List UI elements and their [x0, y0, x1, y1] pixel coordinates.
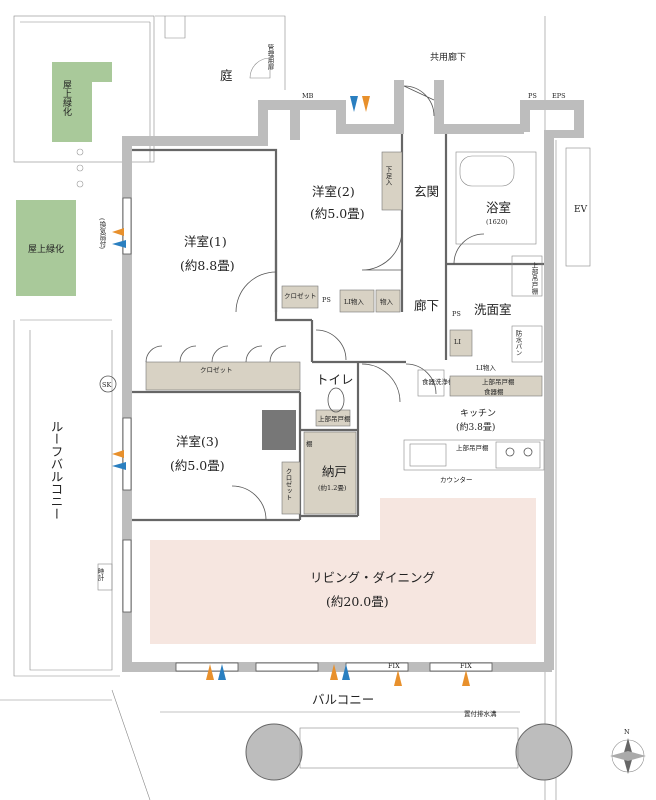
hall-label: 廊下	[414, 298, 439, 313]
bath-label: 浴室	[486, 200, 511, 215]
stove	[495, 441, 541, 469]
li-storage	[339, 289, 375, 313]
clock-box	[97, 563, 113, 591]
mb-label: MB	[302, 92, 314, 100]
storage-label: 物入	[380, 297, 394, 306]
balcony-column-right	[515, 723, 573, 781]
washroom-label: 洗面室	[474, 302, 512, 317]
li-storage2-label: LI物入	[476, 363, 496, 372]
exterior-walls	[122, 80, 584, 672]
roof-balcony-label: ルーフバルコニー	[49, 420, 64, 520]
waterproof-pan	[511, 325, 543, 363]
shoe-storage	[381, 151, 403, 211]
windows	[122, 197, 493, 672]
management-door-label: 管理用扉	[266, 43, 274, 72]
vent-label: (換気扇付)	[98, 218, 106, 250]
living-dining-floor	[150, 498, 536, 644]
western1-size-label: (約8.8畳)	[180, 258, 235, 273]
rooftop-green-2-label: 屋上緑化	[28, 243, 64, 255]
li-small-label: LI	[454, 338, 461, 346]
bathtub	[459, 155, 515, 187]
closet1	[145, 361, 301, 391]
fix2-label: FIX	[460, 662, 472, 670]
nando-label: 納戸	[322, 464, 347, 479]
ps-wash-label: PS	[452, 310, 461, 318]
kitchen-size-label: (約3.8畳)	[456, 421, 495, 433]
shoe-storage-label: 下足入	[384, 166, 392, 186]
entrance-door-swing	[403, 85, 435, 117]
upper-cabinet	[449, 375, 543, 397]
management-door-swing	[249, 57, 271, 79]
nando-size-label: (約1.2畳)	[318, 483, 347, 492]
ps-top-label: PS	[528, 92, 537, 100]
sk-circle	[99, 375, 117, 393]
courtyard-label: 庭	[220, 68, 233, 83]
closet2	[281, 285, 319, 309]
waterproof-pan-label: 防水パン	[514, 329, 522, 356]
door-swings	[231, 229, 485, 521]
upper-cabinet-label: 上部吊戸棚	[482, 377, 515, 386]
dishwasher	[417, 369, 445, 397]
counter-label: カウンター	[440, 475, 473, 484]
western3-size-label: (約5.0畳)	[170, 458, 225, 473]
wash-shelf	[511, 255, 543, 297]
rooftop-green-2	[16, 200, 76, 296]
kitchen-label: キッチン	[460, 408, 496, 419]
eps-label: EPS	[552, 92, 566, 100]
entrance-label: 玄関	[414, 184, 439, 199]
kitchen-upper-label: 上部吊戸棚	[456, 443, 489, 452]
rooftop-green-1	[52, 62, 112, 142]
clock-label: 時計	[96, 568, 104, 583]
li-storage-label: LI物入	[344, 297, 364, 306]
shelf-label: 棚	[306, 439, 313, 448]
li-small-storage	[449, 329, 473, 357]
balcony-label: バルコニー	[312, 692, 374, 707]
wash-shelf-label: 上部吊戸棚	[530, 261, 538, 296]
bath-room	[455, 151, 537, 245]
north-label: N	[624, 728, 630, 736]
sink	[409, 443, 447, 467]
closet3-label: クロゼット	[284, 468, 292, 501]
western2-label: 洋室(2)	[312, 184, 355, 199]
nando-room	[303, 431, 357, 515]
toilet-shelf-label: 上部吊戸棚	[318, 414, 351, 423]
ventilation-arrows	[112, 96, 470, 686]
western3-label: 洋室(3)	[176, 434, 219, 449]
living-label: リビング・ダイニング	[310, 570, 435, 585]
ev-label: EV	[574, 205, 588, 215]
kitchen-counter	[403, 439, 545, 471]
dishwasher-label: 食器洗浄機	[422, 377, 455, 386]
sk-label: SK	[102, 381, 111, 389]
dish-cabinet-label: 食器棚	[484, 387, 504, 396]
common-corridor-label: 共用廊下	[430, 51, 466, 63]
toilet-label: トイレ	[316, 372, 354, 387]
closet1-doors	[145, 345, 287, 363]
storage	[375, 289, 401, 313]
toilet-bowl	[327, 387, 345, 413]
bath-size-label: (1620)	[486, 218, 508, 226]
elevator-shaft	[565, 147, 591, 267]
roof-dots	[76, 148, 84, 188]
closet2-label: クロゼット	[284, 291, 317, 300]
pillar	[262, 410, 296, 450]
living-size-label: (約20.0畳)	[326, 594, 389, 609]
rooftop-green-1-label: 屋上緑化	[61, 80, 72, 117]
closet1-label: クロゼット	[200, 365, 233, 374]
ps-mid-label: PS	[322, 296, 331, 304]
western2-size-label: (約5.0畳)	[310, 206, 365, 221]
balcony-column-left	[245, 723, 303, 781]
western1-label: 洋室(1)	[184, 234, 227, 249]
stove-burners	[505, 447, 533, 457]
drain-label: 置付排水溝	[464, 709, 497, 718]
closet3	[281, 461, 301, 515]
north-compass: N	[610, 728, 646, 774]
fix1-label: FIX	[388, 662, 400, 670]
balcony-handrail	[299, 727, 519, 769]
toilet-shelf	[315, 409, 351, 427]
